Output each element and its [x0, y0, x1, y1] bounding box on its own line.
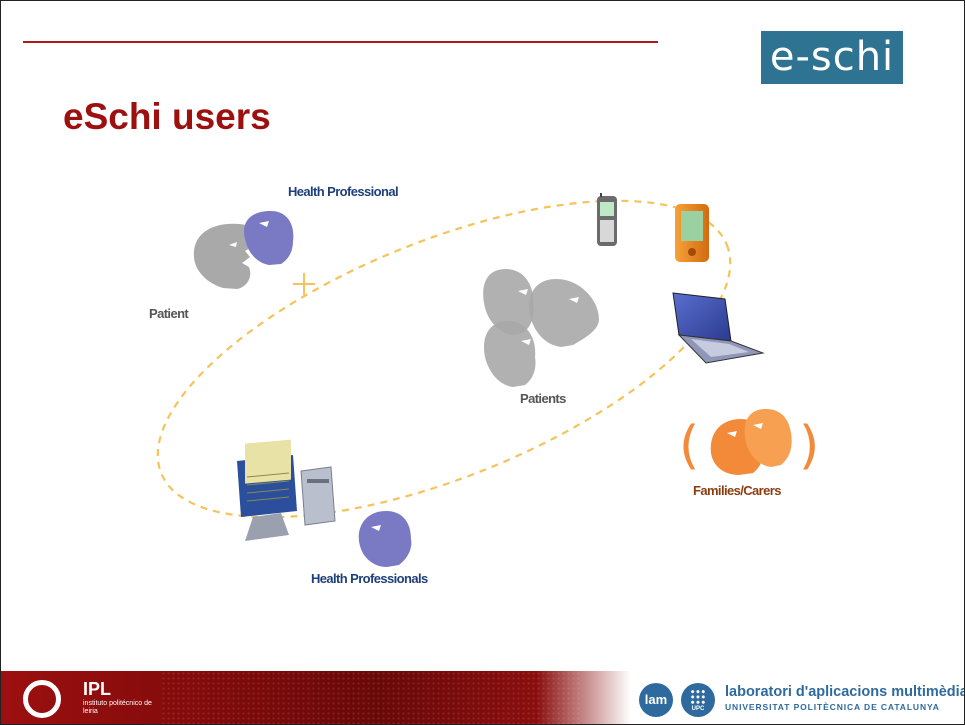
- header-rule: [23, 41, 658, 43]
- eschi-logo: e-schi: [761, 31, 903, 84]
- ipl-logo-icon: [23, 680, 61, 718]
- orbit-ellipse: [156, 199, 732, 519]
- patient-mask-icon: [193, 223, 258, 289]
- pda-icon: [675, 204, 709, 262]
- svg-text:): ): [799, 416, 819, 476]
- mobile-phone-icon: [597, 193, 617, 246]
- slide-title: eSchi users: [63, 96, 271, 137]
- upc-badge-text: UPC: [691, 706, 705, 712]
- lam-subtitle: UNIVERSITAT POLITÈCNICA DE CATALUNYA: [725, 702, 940, 712]
- health-professional-label: Health Professional: [288, 184, 399, 199]
- patients-masks-icon: [483, 269, 599, 387]
- upc-logo-icon: UPC: [681, 683, 715, 717]
- laptop-icon: [672, 292, 765, 364]
- professional-mask-icon: [244, 211, 294, 265]
- health-professionals-mask-icon: [358, 511, 412, 567]
- patient-label: Patient: [149, 306, 189, 321]
- lam-title: laboratori d'aplicacions multimèdia: [725, 684, 965, 700]
- families-carers-label: Families/Carers: [693, 483, 781, 498]
- ipl-subtitle: instituto politécnico de leiria: [83, 700, 152, 715]
- families-masks-icon: ( ): [679, 409, 819, 476]
- patients-label: Patients: [520, 391, 566, 406]
- ipl-logo-text: IPL: [83, 679, 112, 699]
- users-diagram: ( ): [156, 193, 819, 567]
- plus-icon: [293, 273, 315, 295]
- footer-banner: IPL instituto politécnico de leiria: [1, 671, 631, 724]
- lam-logo-badge: lam: [639, 683, 673, 717]
- world-map-pattern: [161, 671, 581, 724]
- upc-dots-icon: [690, 689, 706, 705]
- slide-footer: IPL instituto politécnico de leiria lam …: [1, 671, 964, 724]
- desktop-computer-icon: [237, 439, 336, 541]
- health-professionals-label: Health Professionals: [311, 571, 428, 586]
- svg-text:(: (: [679, 416, 699, 476]
